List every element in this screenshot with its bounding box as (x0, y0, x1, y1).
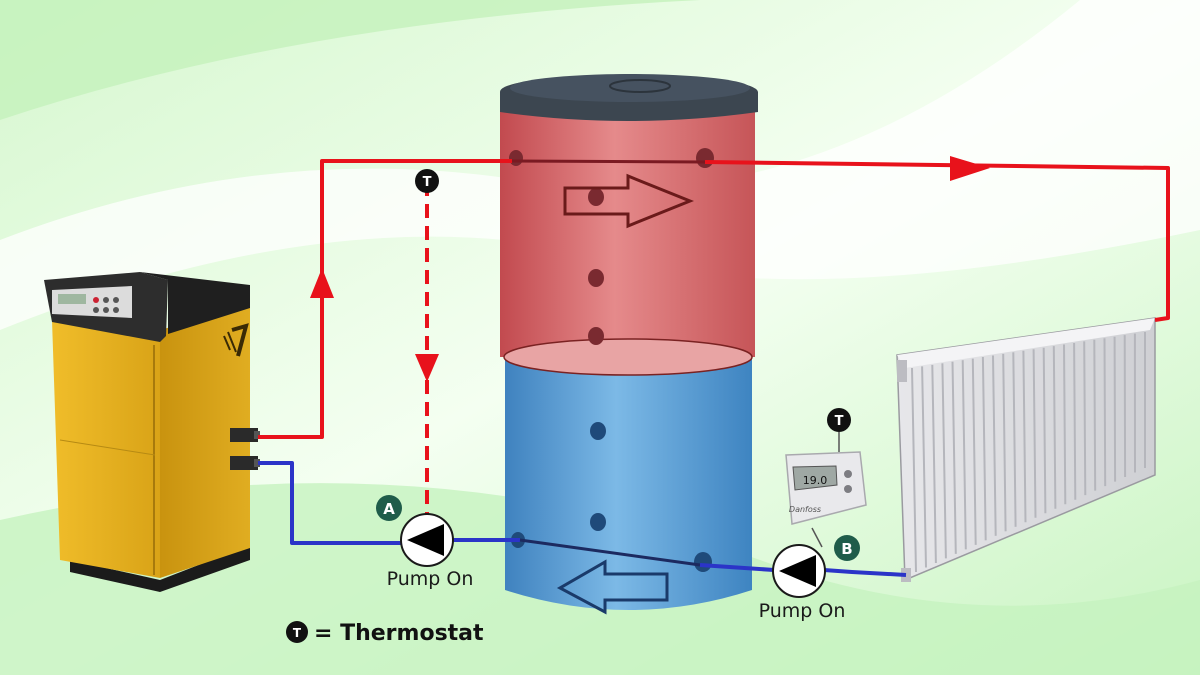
boiler-logo (231, 323, 249, 357)
radiator (896, 317, 1156, 582)
room-thermostat-reading: 19.0 (803, 474, 828, 487)
pump-a-caption: Pump On (387, 568, 474, 590)
radiator-fin (992, 355, 997, 536)
boiler-button (93, 297, 99, 303)
radiator-fin (1063, 344, 1067, 505)
pump-a-badge: A (383, 500, 395, 518)
hot-supply-pipe (258, 159, 1170, 439)
svg-text:T: T (835, 414, 844, 429)
radiator-fin (931, 364, 937, 564)
cold-return-pipe (258, 461, 907, 577)
room-thermostat-button-down (844, 485, 852, 493)
radiator-fins (911, 332, 1146, 573)
tank-thermocline (503, 338, 753, 376)
hollow-arrow-icon (563, 173, 695, 229)
boiler-front (52, 320, 160, 578)
boiler-inlet-stub (230, 456, 258, 470)
radiator-fin (981, 356, 987, 541)
thermostat-t-icon (415, 169, 439, 193)
legend-text: = Thermostat (314, 621, 484, 646)
buffer-tank (500, 74, 758, 615)
radiator-fin (1042, 347, 1047, 514)
radiator-fin (971, 358, 977, 545)
radiator-fin (1103, 338, 1107, 487)
thermostat-t-icon (286, 621, 308, 643)
radiator-fin (941, 363, 947, 559)
signal-arrow-down (415, 354, 439, 382)
radiator-fin (951, 361, 957, 554)
hot-flow-arrow-up (310, 268, 334, 298)
boiler-outlet-stub (230, 428, 258, 442)
pump-a: A Pump On (376, 495, 473, 590)
radiator-fin (1083, 341, 1087, 496)
radiator-fin (1093, 339, 1097, 491)
radiator-fin (1032, 349, 1037, 518)
boiler-display (58, 294, 86, 304)
pump-b: B Pump On (759, 527, 860, 622)
background-wave-top (0, 0, 700, 120)
radiator-fin (1113, 336, 1117, 482)
legend: T = Thermostat (286, 621, 484, 646)
radiator-fin (961, 360, 967, 550)
radiator-fin (1022, 350, 1027, 523)
thermostat-t-icon (827, 408, 851, 432)
room-thermostat-button-up (844, 470, 852, 478)
tank-thermostat: T (415, 169, 439, 193)
radiator-fin (1002, 353, 1007, 532)
hollow-arrow-icon (556, 559, 669, 615)
room-thermostat: T 19.0 Danfoss (785, 408, 867, 525)
radiator-fin (1012, 352, 1017, 527)
boiler (44, 272, 260, 592)
room-thermostat-display (792, 465, 838, 491)
hot-flow-arrow-right (950, 156, 990, 181)
radiator-fin (921, 366, 927, 568)
boiler-side (160, 305, 250, 578)
tank-hot-section (500, 100, 755, 357)
boiler-base (70, 545, 250, 592)
radiator-fin (911, 367, 917, 573)
radiator-fin (1052, 346, 1057, 509)
pump-b-badge: B (841, 540, 852, 558)
svg-text:T: T (423, 175, 432, 190)
radiator-fin (1073, 342, 1077, 500)
room-thermostat-brand: Danfoss (789, 505, 821, 514)
tank-ports-hot (509, 148, 714, 345)
tank-cold-section (505, 357, 752, 610)
pump-b-caption: Pump On (759, 600, 846, 622)
background-wave-middle (0, 0, 1200, 330)
legend-symbol: T (293, 626, 302, 640)
